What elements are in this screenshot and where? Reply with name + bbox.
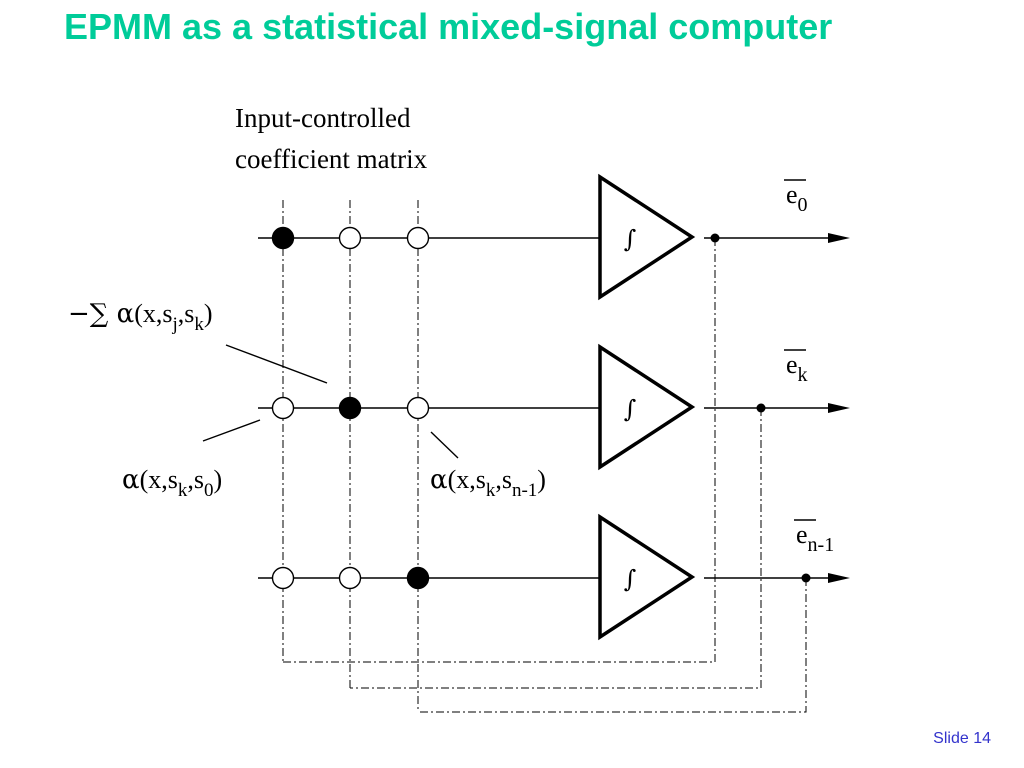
tap-dot: [710, 233, 720, 243]
slide-number: Slide 14: [933, 730, 991, 747]
row-n-1: ∫ en-1: [258, 513, 850, 641]
matrix-label-line2: coefficient matrix: [235, 144, 428, 174]
matrix-node-open: [271, 396, 295, 420]
integrator-0: [598, 173, 696, 301]
feedback-line-0: [283, 238, 716, 663]
integrator-n-1: [598, 513, 696, 641]
integral-icon: ∫: [624, 565, 637, 593]
leader-line-alpha-k0: [202, 419, 261, 442]
output-label-e0: e0: [786, 180, 808, 216]
output-label-en1: en-1: [796, 520, 834, 556]
integral-icon: ∫: [624, 395, 637, 423]
arrow-head-icon: [828, 403, 850, 413]
alpha-k0-label: α(x,sk,s0): [122, 465, 222, 501]
matrix-node-open: [338, 566, 362, 590]
slide-title: EPMM as a statistical mixed-signal compu…: [64, 6, 833, 47]
leader-line-alpha-kn1: [430, 431, 459, 459]
feedback-line-n1: [418, 578, 807, 713]
matrix-node-open: [406, 226, 430, 250]
matrix-node-filled: [406, 566, 430, 590]
output-label-ek: ek: [786, 350, 808, 386]
matrix-node-filled: [338, 396, 362, 420]
matrix-label-line1: Input-controlled: [235, 103, 411, 133]
matrix-node-open: [271, 566, 295, 590]
leader-line-sum: [225, 344, 328, 384]
matrix-node-open: [338, 226, 362, 250]
alpha-kn1-label: α(x,sk,sn-1): [430, 465, 546, 501]
row-0: ∫ e0: [258, 173, 850, 301]
integrator-k: [598, 343, 696, 471]
feedback-line-k: [350, 408, 762, 689]
sum-alpha-label: −∑ α(x,sj,sk): [68, 299, 213, 335]
arrow-head-icon: [828, 233, 850, 243]
row-k: ∫ ek: [258, 343, 850, 471]
tap-dot: [756, 403, 766, 413]
integral-icon: ∫: [624, 225, 637, 253]
matrix-node-filled: [271, 226, 295, 250]
matrix-node-open: [406, 396, 430, 420]
arrow-head-icon: [828, 573, 850, 583]
tap-dot: [801, 573, 811, 583]
